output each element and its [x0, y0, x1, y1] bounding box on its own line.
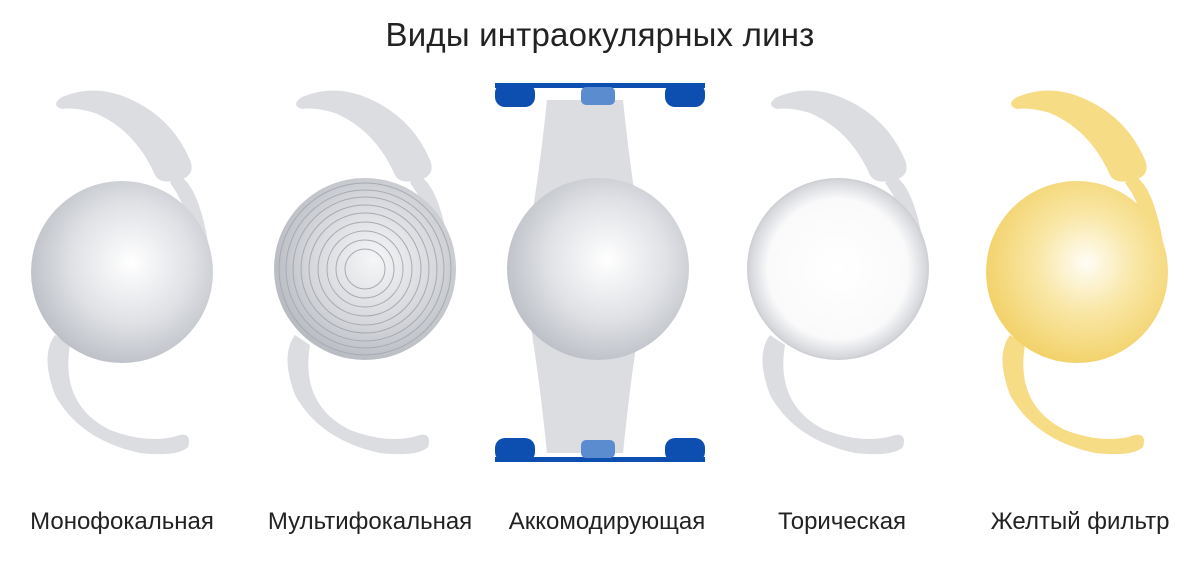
diagram-title: Виды интраокулярных линз: [385, 16, 815, 53]
label-monofocal: Монофокальная: [30, 508, 214, 535]
toric-lens-image: [747, 90, 929, 455]
top-clip: [495, 83, 705, 107]
label-toric: Торическая: [777, 508, 907, 535]
lens-yellow-filter: [965, 75, 1195, 475]
lower-haptic: [1002, 335, 1144, 455]
lens-accommodating: [485, 75, 715, 475]
bottom-clip: [495, 438, 705, 462]
lens-multifocal: [250, 75, 480, 475]
diffractive-rings: [278, 182, 452, 356]
multifocal-lens-image: [274, 90, 456, 455]
yellow-filter-lens-image: [986, 90, 1168, 455]
lens-monofocal: [10, 75, 240, 475]
label-multifocal: Мультифокальная: [267, 508, 473, 535]
optic: [986, 181, 1168, 363]
label-accommodating: Аккомодирующая: [508, 508, 706, 535]
lower-haptic: [287, 335, 429, 455]
lower-haptic: [762, 335, 904, 455]
accommodating-lens-image: [495, 83, 705, 462]
lower-haptic: [47, 335, 189, 455]
optic: [507, 178, 689, 360]
lens-toric: [725, 75, 955, 475]
monofocal-lens-image: [31, 90, 213, 455]
label-yellow-filter: Желтый фильтр: [990, 508, 1170, 535]
optic: [31, 181, 213, 363]
optic: [747, 178, 929, 360]
